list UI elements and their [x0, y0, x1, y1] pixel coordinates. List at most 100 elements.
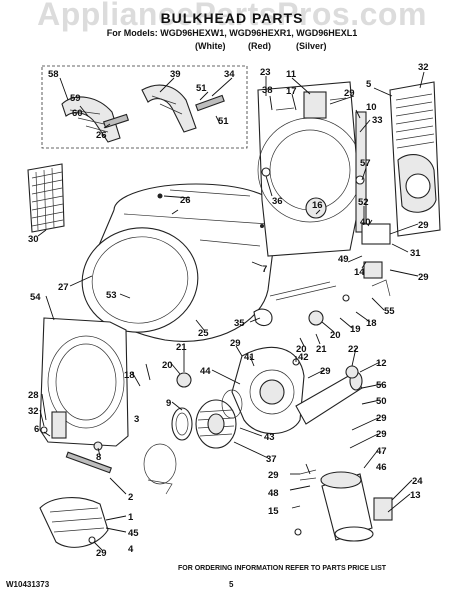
callout-24: 24 — [412, 476, 423, 487]
drive-belt-seal — [143, 443, 177, 485]
callout-45: 45 — [128, 528, 139, 539]
callout-21: 21 — [316, 344, 327, 355]
watermark: AppliancePartsPros.com — [37, 0, 427, 32]
screw — [261, 167, 271, 177]
callout-58: 58 — [48, 69, 59, 80]
callout-32-top: 32 — [418, 62, 429, 73]
blower-wheel — [195, 399, 237, 449]
drum-roller — [176, 372, 192, 388]
lint-screen — [27, 163, 65, 233]
callout-7: 7 — [262, 264, 267, 275]
callout-42: 42 — [298, 352, 309, 363]
callout-29-h: 29 — [268, 470, 279, 481]
callout-35: 35 — [234, 318, 245, 329]
inset-bracket-left — [61, 96, 121, 143]
callout-44: 44 — [200, 366, 211, 377]
exhaust-duct — [320, 471, 393, 542]
callout-37: 37 — [266, 454, 277, 465]
callout-22: 22 — [348, 344, 359, 355]
heater-duct-cover — [389, 81, 441, 237]
bearing-strip-right — [195, 94, 225, 112]
callout-9: 9 — [166, 398, 171, 409]
wire-harness-clip — [303, 91, 327, 119]
callout-29-g: 29 — [376, 429, 387, 440]
callout-20: 20 — [330, 330, 341, 341]
callout-38: 38 — [262, 85, 273, 96]
callout-3: 3 — [134, 414, 139, 425]
callout-29-right2: 29 — [418, 272, 429, 283]
callout-56: 56 — [376, 380, 387, 391]
clip — [147, 479, 173, 495]
color-white: (White) — [195, 41, 226, 51]
callout-28: 28 — [28, 390, 39, 401]
callout-17: 17 — [286, 86, 297, 97]
drum — [81, 183, 279, 342]
callout-57: 57 — [360, 158, 371, 169]
callout-12: 12 — [376, 358, 387, 369]
callout-30: 30 — [28, 234, 39, 245]
callout-34: 34 — [224, 69, 235, 80]
callout-16: 16 — [312, 200, 323, 211]
callout-8: 8 — [96, 452, 101, 463]
callout-1: 1 — [128, 512, 134, 523]
callout-60: 60 — [72, 108, 83, 119]
callout-31: 31 — [410, 248, 421, 259]
callout-48: 48 — [268, 488, 279, 499]
wire — [269, 281, 337, 301]
callout-4: 4 — [128, 544, 134, 555]
callout-51-top: 51 — [196, 83, 207, 94]
callout-26-inset: 26 — [96, 130, 107, 141]
callout-13: 13 — [410, 490, 421, 501]
callout-21-b: 21 — [176, 342, 187, 353]
wire-2 — [299, 469, 317, 481]
inset-box — [41, 65, 248, 149]
ordering-notice: FOR ORDERING INFORMATION REFER TO PARTS … — [178, 565, 387, 572]
page-number: 5 — [229, 580, 234, 589]
clip-2 — [371, 279, 391, 297]
callout-29-right: 29 — [418, 220, 429, 231]
callout-29-i: 29 — [96, 548, 107, 559]
callout-20-b: 20 — [296, 344, 307, 355]
thermal-fuse — [363, 261, 383, 279]
callout-51-inset: 51 — [218, 116, 229, 127]
callout-25: 25 — [198, 328, 209, 339]
callout-18: 18 — [366, 318, 377, 329]
callout-14: 14 — [354, 267, 365, 278]
page-title: BULKHEAD PARTS — [160, 10, 304, 26]
callout-20-c: 20 — [162, 360, 173, 371]
callout-55: 55 — [384, 306, 395, 317]
lower-duct — [39, 497, 109, 548]
callout-2: 2 — [128, 492, 133, 503]
gasket-ring — [221, 389, 243, 419]
callout-40: 40 — [360, 217, 371, 228]
callout-39: 39 — [170, 69, 181, 80]
front-bracket — [65, 451, 113, 474]
callout-46: 46 — [376, 462, 387, 473]
doc-number: W10431373 — [6, 580, 50, 589]
callout-29-f: 29 — [376, 413, 387, 424]
callout-59: 59 — [70, 93, 81, 104]
callout-50: 50 — [376, 396, 387, 407]
front-bulkhead — [39, 317, 129, 447]
callout-54: 54 — [30, 292, 41, 303]
color-red: (Red) — [248, 41, 271, 51]
callout-5: 5 — [366, 79, 372, 90]
inset-bracket-right — [141, 84, 197, 133]
callout-15: 15 — [268, 506, 279, 517]
callout-10: 10 — [366, 102, 377, 113]
blower-seal — [171, 407, 193, 441]
callout-26: 26 — [180, 195, 191, 206]
callout-11: 11 — [286, 69, 297, 80]
callout-32: 32 — [28, 406, 39, 417]
heater-channel — [355, 111, 367, 233]
callout-18-b: 18 — [124, 370, 135, 381]
color-silver: (Silver) — [296, 41, 327, 51]
rear-bulkhead — [257, 81, 363, 257]
callout-47: 47 — [376, 446, 387, 457]
callout-6: 6 — [34, 424, 39, 435]
callout-49: 49 — [338, 254, 349, 265]
drum-support-roller — [253, 308, 273, 327]
callout-41: 41 — [244, 352, 255, 363]
